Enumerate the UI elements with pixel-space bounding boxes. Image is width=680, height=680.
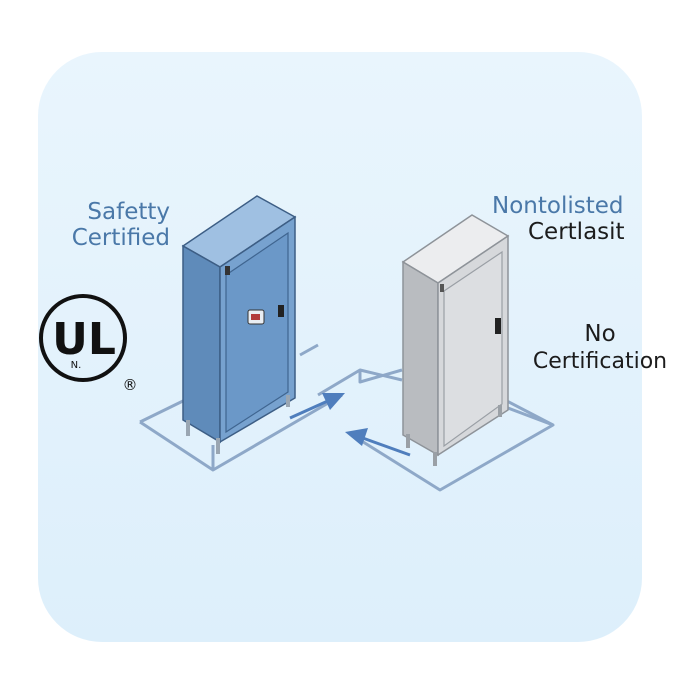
no-certification-line2: Certification <box>532 348 668 374</box>
safety-certified-line1: Safetty <box>87 199 170 225</box>
background-panel <box>38 52 642 642</box>
ul-logo-small-text: N. <box>71 360 82 371</box>
right-path <box>317 368 555 492</box>
no-certification-line1: No <box>584 321 616 347</box>
gray-cabinet <box>401 214 510 466</box>
nontolisted-line2: Certlasit <box>528 218 625 245</box>
ul-logo: UL N. ® <box>39 294 138 394</box>
nontolisted-label: Nontolisted Certlasit <box>492 193 625 246</box>
nontolisted-line1: Nontolisted <box>492 193 624 219</box>
blue-cabinet <box>181 195 297 454</box>
safety-certified-label: Safetty Certified <box>38 199 170 252</box>
arrow-right <box>289 393 345 420</box>
left-path <box>139 343 343 472</box>
ul-logo-text: UL <box>52 314 116 365</box>
safety-certified-line2: Certified <box>71 224 170 251</box>
no-certification-label: No Certification <box>530 321 670 374</box>
arrow-left <box>345 428 411 457</box>
registered-mark: ® <box>123 376 138 394</box>
